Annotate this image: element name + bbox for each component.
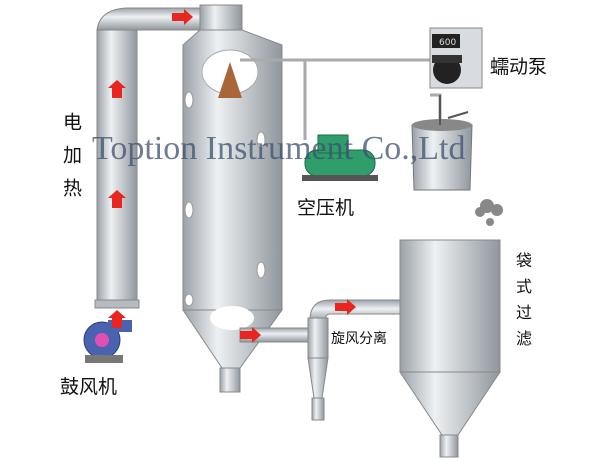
pump-display: 600 — [439, 38, 456, 48]
peristaltic-pump-label: 蠕动泵 — [490, 56, 548, 78]
watermark: Toption Instrument Co.,Ltd — [92, 130, 466, 167]
bag-filter-label: 袋式过滤 — [513, 252, 532, 356]
air-compressor — [302, 134, 378, 181]
air-compressor-label: 空压机 — [297, 197, 355, 219]
electric-heater-label: 电加热 — [60, 112, 82, 211]
blower — [83, 320, 132, 363]
airflow-arrows — [108, 9, 356, 343]
feed-beaker — [411, 95, 473, 191]
bag-filter — [399, 199, 503, 458]
peristaltic-pump: 600 — [429, 27, 483, 89]
blower-label: 鼓风机 — [60, 376, 118, 398]
cyclone-separator — [239, 299, 401, 421]
cyclone-separator-label: 旋风分离 — [331, 331, 387, 347]
